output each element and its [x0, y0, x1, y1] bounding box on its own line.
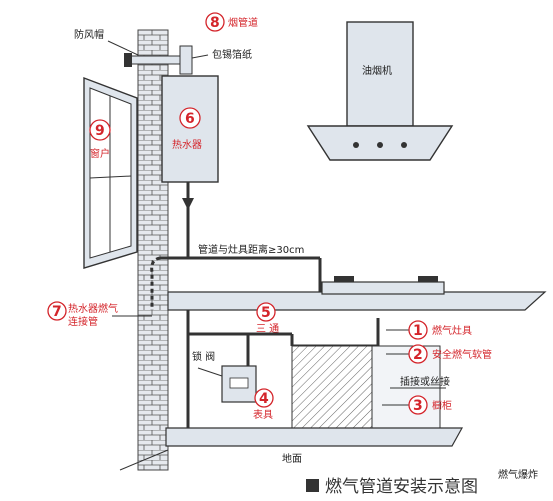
range-hood: [306, 21, 454, 161]
svg-text:1: 1: [413, 323, 423, 339]
svg-text:三 通: 三 通: [256, 323, 279, 335]
svg-text:3: 3: [413, 398, 423, 414]
callout-2: [408, 344, 428, 364]
svg-text:表具: 表具: [253, 408, 273, 421]
distance-label: 管道与灶具距离≥30cm: [198, 243, 304, 256]
heater-conn-label-2: 连接管: [68, 315, 98, 328]
callout-3: [408, 395, 428, 415]
valve-shape: [182, 198, 194, 210]
callout-8: [205, 12, 225, 32]
flue-pipe: [124, 45, 193, 75]
water-heater: [161, 75, 219, 183]
heater-conn-label: 热水器燃气: [68, 302, 118, 315]
caption: 燃气管道安装示意图: [325, 477, 478, 497]
callout-5: [256, 302, 276, 322]
svg-text:5: 5: [261, 305, 271, 321]
svg-text:烟管道: 烟管道: [228, 16, 258, 29]
gas-stove: [321, 276, 445, 295]
caption-marker: [306, 479, 319, 492]
svg-text:窗户: 窗户: [90, 147, 110, 160]
range-hood-label: 油烟机: [362, 64, 392, 77]
callout-9: [89, 119, 111, 141]
svg-text:9: 9: [95, 123, 105, 139]
svg-text:6: 6: [185, 111, 195, 127]
svg-text:热水器: 热水器: [172, 138, 202, 151]
svg-text:7: 7: [52, 304, 62, 320]
svg-text:燃气灶具: 燃气灶具: [432, 324, 472, 337]
countertop: [167, 291, 547, 311]
watermark: 燃气爆炸: [498, 468, 538, 481]
svg-text:4: 4: [259, 391, 269, 407]
svg-text:安全燃气软管: 安全燃气软管: [432, 348, 492, 361]
svg-text:2: 2: [413, 347, 423, 363]
callout-6: [179, 107, 201, 129]
window: [83, 76, 138, 269]
ground-label: 地面: [282, 452, 302, 465]
plug-label: 插接或丝接: [400, 375, 450, 388]
callout-7: [47, 301, 67, 321]
callout-1: [408, 320, 428, 340]
svg-text:橱柜: 橱柜: [432, 399, 452, 412]
valve-label: 锁 阀: [192, 350, 215, 363]
windcap-label: 防风帽: [74, 28, 104, 41]
callout-4: [254, 388, 274, 408]
floor: [119, 427, 464, 471]
svg-text:8: 8: [210, 15, 220, 31]
foil-label: 包锡箔纸: [212, 48, 252, 61]
